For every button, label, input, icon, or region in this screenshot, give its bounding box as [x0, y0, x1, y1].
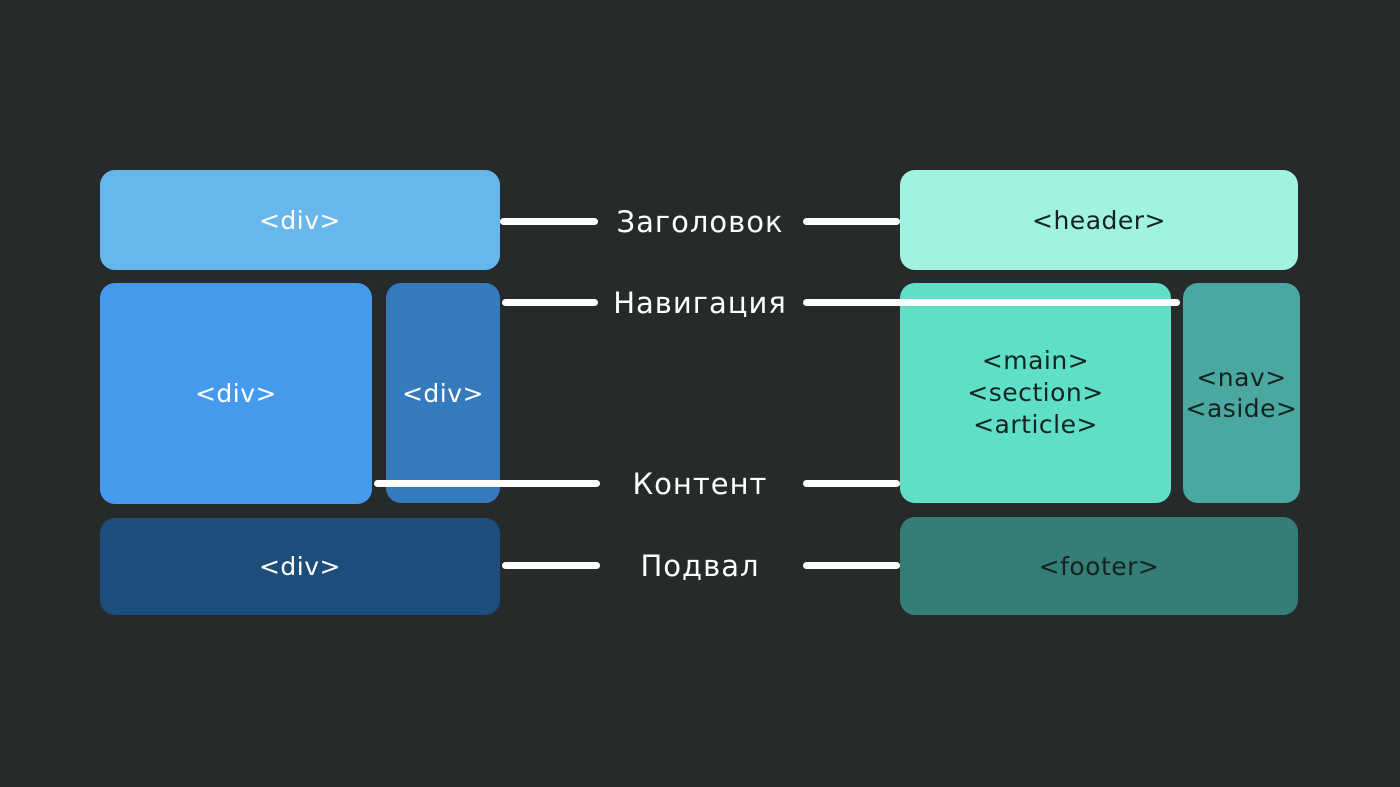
div-layout-content-box: <div>: [100, 283, 372, 504]
footer-tag-text: <footer>: [1038, 551, 1160, 581]
semantic-header-box: <header>: [900, 170, 1298, 270]
row-label-header: Заголовок: [616, 205, 784, 239]
connector-header-right: [803, 218, 900, 225]
semantic-content-box: <main> <section> <article>: [900, 283, 1171, 503]
main-tag-text: <main>: [981, 346, 1090, 375]
semantic-footer-box: <footer>: [900, 517, 1298, 615]
row-label-content: Контент: [632, 467, 768, 501]
connector-navigation-right: [803, 299, 1180, 306]
div-tag-text: <div>: [194, 379, 277, 408]
aside-tag-text: <aside>: [1185, 394, 1298, 423]
connector-footer-right: [803, 562, 900, 569]
connector-content-left: [374, 480, 600, 487]
connector-content-right: [803, 480, 900, 487]
row-label-footer: Подвал: [640, 549, 760, 583]
semantic-sidebar-box: <nav> <aside>: [1183, 283, 1300, 503]
div-layout-sidebar-box: <div>: [386, 283, 500, 503]
connector-footer-left: [502, 562, 600, 569]
nav-tag-text: <nav>: [1196, 363, 1287, 392]
connector-header-left: [500, 218, 598, 225]
div-layout-footer-box: <div>: [100, 518, 500, 615]
header-tag-text: <header>: [1032, 205, 1166, 235]
section-tag-text: <section>: [967, 378, 1104, 407]
div-layout-header-box: <div>: [100, 170, 500, 270]
div-tag-text: <div>: [258, 552, 341, 581]
article-tag-text: <article>: [973, 410, 1098, 439]
connector-navigation-left: [502, 299, 598, 306]
div-tag-text: <div>: [401, 378, 484, 408]
div-tag-text: <div>: [258, 205, 341, 235]
row-label-navigation: Навигация: [613, 286, 787, 320]
